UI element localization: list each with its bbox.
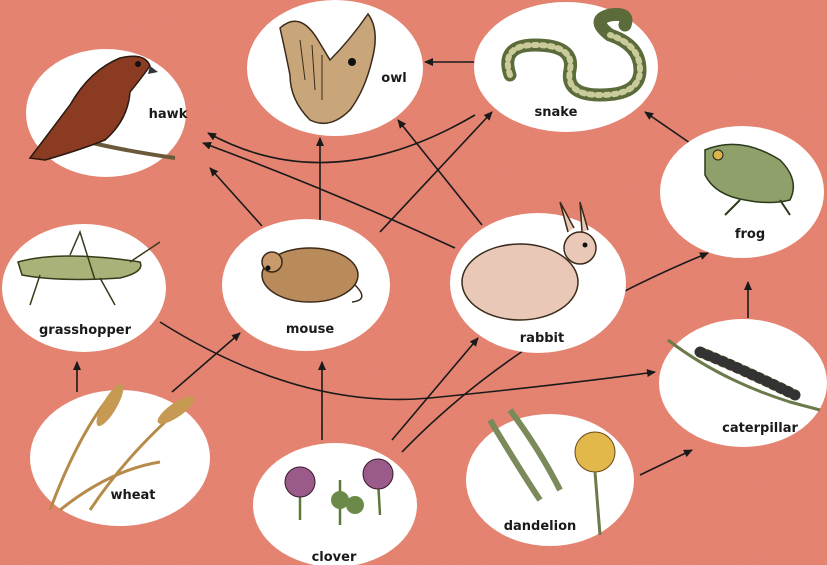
label-frog: frog (735, 227, 765, 242)
label-clover: clover (312, 550, 357, 565)
label-hawk: hawk (149, 107, 188, 122)
label-caterpillar: caterpillar (722, 421, 798, 436)
label-mouse: mouse (286, 322, 334, 337)
label-snake: snake (535, 105, 578, 120)
label-rabbit: rabbit (520, 331, 564, 346)
label-dandelion: dandelion (504, 519, 577, 534)
label-wheat: wheat (110, 488, 155, 503)
label-grasshopper: grasshopper (39, 323, 132, 338)
label-owl: owl (381, 71, 406, 86)
